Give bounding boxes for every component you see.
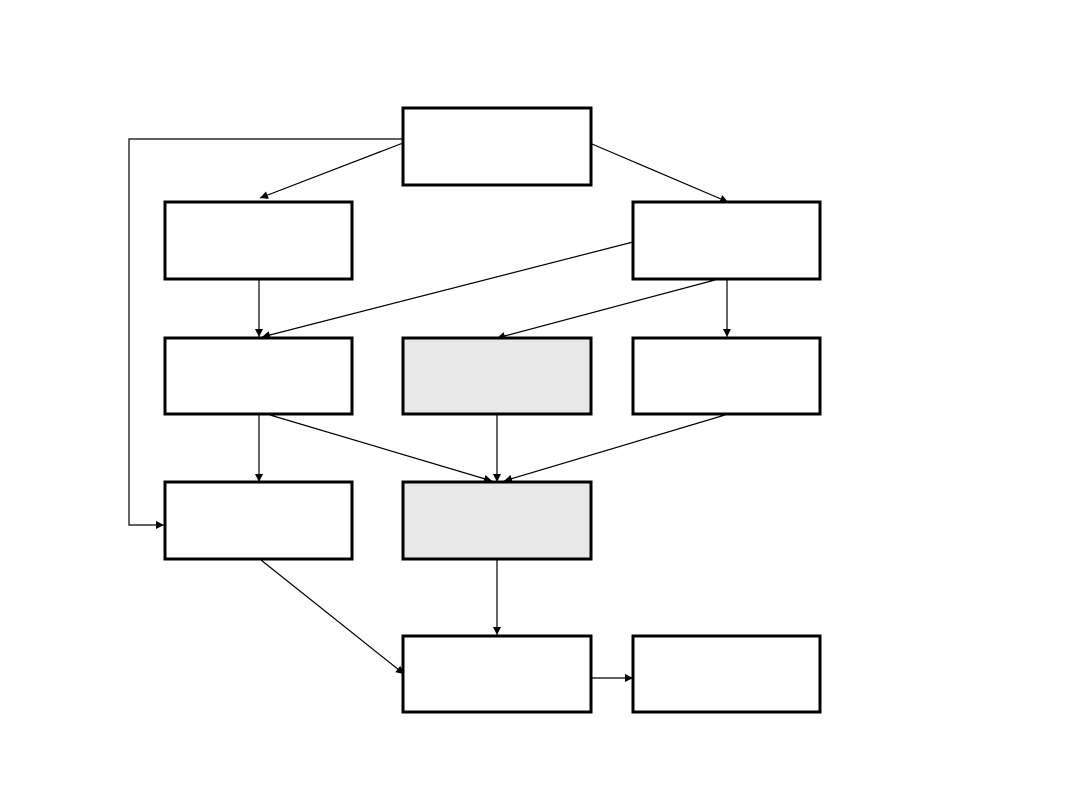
node-n8 [401, 480, 593, 561]
node-n2 [163, 200, 354, 281]
node-n7-box [163, 480, 354, 561]
edge-n1-to-n3 [591, 143, 729, 203]
edge-n3-to-n5 [496, 279, 716, 340]
node-n9 [401, 634, 593, 714]
node-n9-box [401, 634, 593, 714]
node-n4-box [163, 336, 354, 416]
node-n5-box [401, 336, 593, 416]
node-n1-box [401, 106, 593, 187]
edge-n3-to-n4 [261, 241, 634, 339]
node-n8-box [401, 480, 593, 561]
node-n3 [631, 200, 822, 281]
nodes-group [163, 106, 822, 714]
node-n6-box [631, 336, 822, 416]
node-n1 [401, 106, 593, 187]
node-n10-box [631, 634, 822, 714]
node-n10 [631, 634, 822, 714]
edge-n4-to-n8 [269, 414, 493, 483]
edge-n1-to-n7 [128, 138, 403, 529]
node-n6 [631, 336, 822, 416]
node-n2-box [163, 200, 354, 281]
node-n7 [163, 480, 354, 561]
edge-n7-to-n9 [260, 559, 405, 675]
edge-n6-to-n8 [503, 414, 726, 483]
edge-n1-to-n2 [259, 142, 404, 199]
node-n5 [401, 336, 593, 416]
edges-group [128, 138, 731, 682]
node-n4 [163, 336, 354, 416]
node-n3-box [631, 200, 822, 281]
